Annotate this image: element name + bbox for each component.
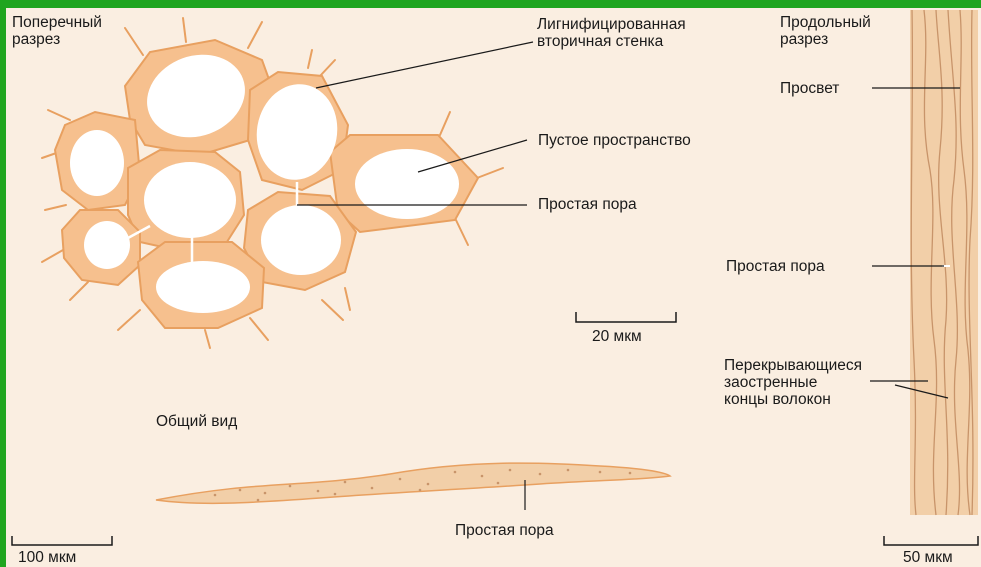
scale-bar-20 bbox=[576, 312, 676, 322]
cross-section-label: Поперечный разрез bbox=[12, 14, 102, 48]
simple-pore-general-label: Простая пора bbox=[455, 522, 554, 539]
scale-bar-50 bbox=[884, 536, 978, 545]
lumen-label: Просвет bbox=[780, 80, 839, 97]
scale-50-label: 50 мкм bbox=[903, 549, 953, 566]
scale-20-label: 20 мкм bbox=[592, 328, 642, 345]
scale-bar-100 bbox=[12, 536, 112, 545]
empty-space-label: Пустое пространство bbox=[538, 132, 691, 149]
leader-lines bbox=[297, 42, 960, 510]
general-view-fiber bbox=[156, 463, 670, 503]
longitudinal-fibers bbox=[910, 10, 978, 515]
simple-pore-cross-label: Простая пора bbox=[538, 196, 637, 213]
longitudinal-section-label: Продольный разрез bbox=[780, 14, 871, 48]
scale-100-label: 100 мкм bbox=[18, 549, 76, 566]
general-view-label: Общий вид bbox=[156, 413, 237, 430]
overlapping-ends-label: Перекрывающиеся заостренные концы волоко… bbox=[724, 357, 862, 408]
simple-pore-longitudinal-label: Простая пора bbox=[726, 258, 825, 275]
lignified-wall-label: Лигнифицированная вторичная стенка bbox=[537, 16, 686, 50]
